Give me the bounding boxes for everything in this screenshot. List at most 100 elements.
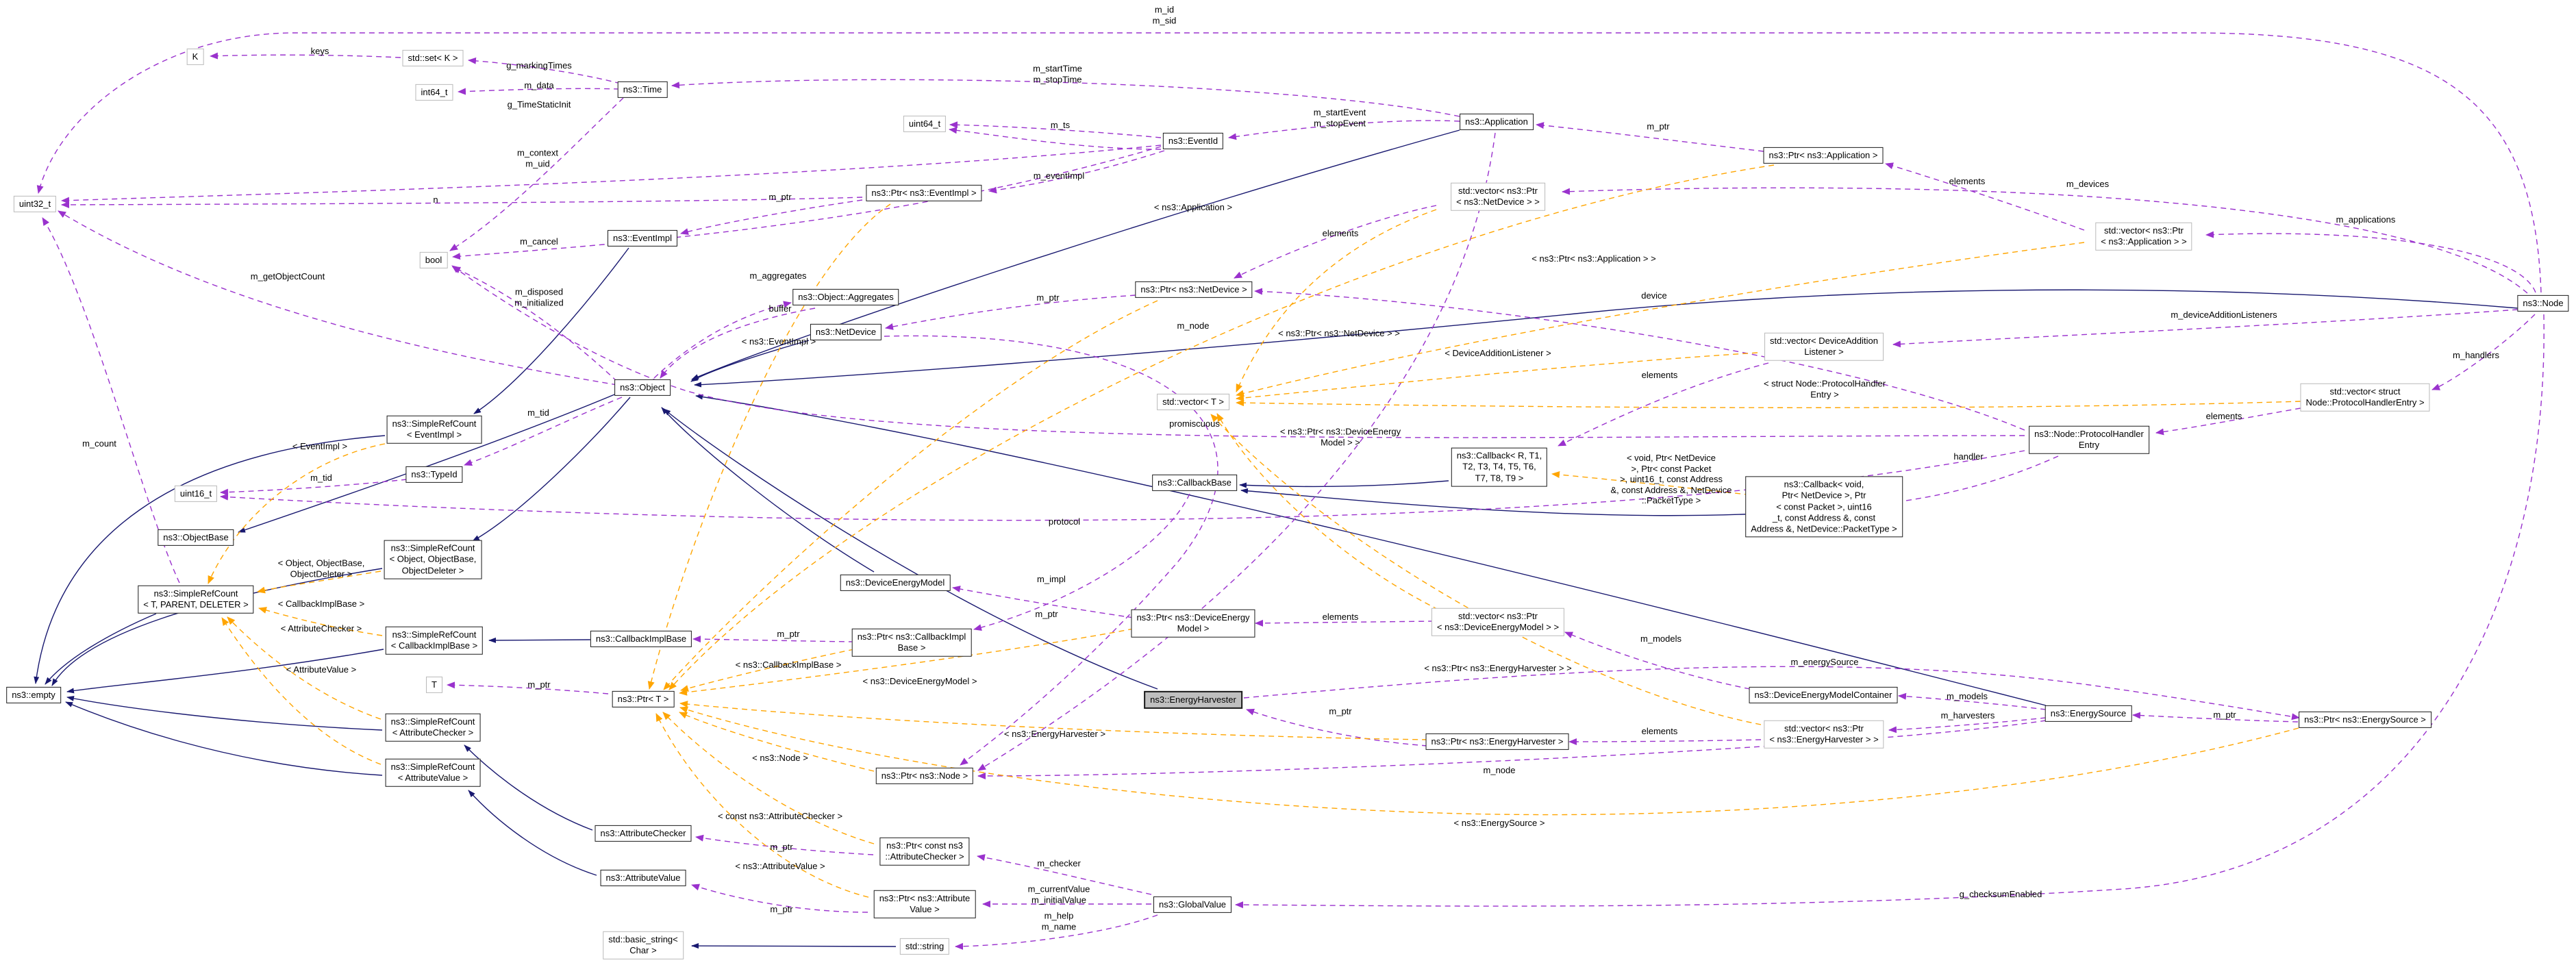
text-line: >, Ptr< const Packet bbox=[1631, 463, 1712, 474]
class-node-src-eventimpl[interactable]: ns3::SimpleRefCount< EventImpl > bbox=[386, 415, 482, 444]
class-node-ns3-energysource[interactable]: ns3::EnergySource bbox=[2044, 705, 2132, 723]
edge-label: m_ptr bbox=[1035, 609, 1058, 620]
class-node-ptr-energyharvester[interactable]: ns3::Ptr< ns3::EnergyHarvester > bbox=[1425, 733, 1569, 751]
text-line: < DeviceAdditionListener > bbox=[1445, 348, 1551, 359]
class-node-src-attributevalue[interactable]: ns3::SimpleRefCount< AttributeValue > bbox=[385, 758, 481, 787]
text-line: protocol bbox=[1048, 516, 1081, 527]
text-line: elements bbox=[2205, 411, 2242, 422]
class-node-vec-ptr-energyharvester: std::vector< ns3::Ptr< ns3::EnergyHarves… bbox=[1764, 720, 1884, 749]
edge-label: m_deviceAdditionListeners bbox=[2171, 310, 2277, 321]
text-line: ns3::SimpleRefCount bbox=[392, 418, 477, 429]
edge-label: m_ptr bbox=[1329, 706, 1351, 717]
class-node-int64-t: int64_t bbox=[415, 84, 453, 101]
text-line: ns3::GlobalValue bbox=[1158, 899, 1227, 910]
class-node-object-aggregates[interactable]: ns3::Object::Aggregates bbox=[792, 288, 899, 306]
class-node-ns3-globalvalue[interactable]: ns3::GlobalValue bbox=[1153, 896, 1232, 914]
edge-label: handler bbox=[1953, 451, 1983, 462]
class-node-ns3-attributechecker[interactable]: ns3::AttributeChecker bbox=[595, 825, 692, 842]
class-node-ns3-objectbase[interactable]: ns3::ObjectBase bbox=[158, 529, 234, 547]
class-node-k: K bbox=[186, 48, 204, 66]
edge-label: elements bbox=[2206, 411, 2242, 422]
text-line: m_tid bbox=[310, 473, 332, 484]
class-node-ptr-node[interactable]: ns3::Ptr< ns3::Node > bbox=[875, 767, 974, 785]
text-line: m_energySource bbox=[1790, 657, 1859, 668]
class-node-t: T bbox=[426, 676, 442, 694]
class-node-callback-void[interactable]: ns3::Callback< void,Ptr< NetDevice >, Pt… bbox=[1745, 476, 1903, 538]
class-node-src-callbackimplbase[interactable]: ns3::SimpleRefCount< CallbackImplBase > bbox=[385, 626, 484, 655]
text-line: < AttributeChecker > bbox=[280, 623, 362, 634]
class-node-ns3-application[interactable]: ns3::Application bbox=[1460, 113, 1534, 131]
edge-label: < ns3::Application > bbox=[1154, 202, 1232, 213]
class-node-ns3-object[interactable]: ns3::Object bbox=[614, 379, 671, 397]
edge-label: elements bbox=[1323, 228, 1359, 239]
text-line: std::set< K > bbox=[408, 52, 458, 63]
text-line: m_stopEvent bbox=[1314, 118, 1366, 128]
class-node-ns3-eventimpl[interactable]: ns3::EventImpl bbox=[608, 229, 677, 247]
edge-label: m_count bbox=[82, 438, 116, 449]
text-line: Base > bbox=[897, 642, 926, 653]
class-node-ns3-node[interactable]: ns3::Node bbox=[2517, 294, 2569, 312]
text-line: m_initialValue bbox=[1031, 894, 1086, 905]
class-node-src-attributechecker[interactable]: ns3::SimpleRefCount< AttributeChecker > bbox=[385, 713, 481, 742]
text-line: &, const Address &, NetDevice bbox=[1610, 484, 1732, 495]
edge-label: < AttributeValue > bbox=[286, 664, 356, 675]
text-line: < ns3::EnergyHarvester > > bbox=[1769, 734, 1879, 744]
text-line: m_cancel bbox=[520, 236, 558, 247]
text-line: m_getObjectCount bbox=[250, 271, 325, 282]
class-node-ptr-const-attributechecker[interactable]: ns3::Ptr< const ns3::AttributeChecker > bbox=[879, 837, 970, 866]
edge-label: < DeviceAdditionListener > bbox=[1445, 348, 1551, 359]
class-node-ns3-callbackimplbase[interactable]: ns3::CallbackImplBase bbox=[590, 630, 692, 648]
text-line: m_count bbox=[82, 438, 116, 449]
class-node-ns3-callbackbase[interactable]: ns3::CallbackBase bbox=[1152, 474, 1237, 492]
text-line: uint16_t bbox=[179, 488, 212, 499]
class-node-devicenergymodelcontainer[interactable]: ns3::DeviceEnergyModelContainer bbox=[1749, 686, 1898, 704]
text-line: m_ptr bbox=[527, 679, 551, 690]
class-node-vec-ptr-netdevice: std::vector< ns3::Ptr< ns3::NetDevice > … bbox=[1451, 182, 1545, 211]
text-line: ns3::Ptr< ns3::Application > bbox=[1768, 149, 1878, 160]
text-line: bool bbox=[425, 254, 442, 265]
class-node-ns3-typeid[interactable]: ns3::TypeId bbox=[405, 466, 463, 484]
text-line: Char > bbox=[629, 945, 657, 955]
class-node-callback-r[interactable]: ns3::Callback< R, T1,T2, T3, T4, T5, T6,… bbox=[1451, 447, 1548, 487]
class-node-ns3-netdevice[interactable]: ns3::NetDevice bbox=[810, 323, 882, 341]
text-line: ns3::Object bbox=[620, 381, 665, 392]
class-node-ptr-application[interactable]: ns3::Ptr< ns3::Application > bbox=[1763, 147, 1884, 164]
text-line: ns3::EnergyHarvester bbox=[1150, 694, 1236, 705]
class-node-ns3-eventid[interactable]: ns3::EventId bbox=[1162, 132, 1224, 150]
class-node-ns3-time[interactable]: ns3::Time bbox=[617, 81, 668, 99]
text-line: uint32_t bbox=[18, 198, 51, 209]
text-line: < ns3::NetDevice > > bbox=[1456, 197, 1540, 207]
text-line: promiscuous bbox=[1169, 418, 1220, 429]
edge-label: m_ptr bbox=[770, 842, 792, 853]
class-node-src-tpd[interactable]: ns3::SimpleRefCount< T, PARENT, DELETER … bbox=[138, 585, 254, 614]
edge-label: elements bbox=[1642, 370, 1678, 381]
edge-label: < ns3::Ptr< ns3::EnergyHarvester > > bbox=[1424, 663, 1571, 674]
text-line: std::basic_string< bbox=[608, 933, 678, 944]
class-node-ptr-t[interactable]: ns3::Ptr< T > bbox=[612, 690, 675, 708]
class-node-ns3-deviceenergymodel[interactable]: ns3::DeviceEnergyModel bbox=[840, 574, 951, 592]
text-line: < AttributeValue > bbox=[286, 664, 357, 675]
edge-label: < ns3::Node > bbox=[752, 753, 808, 764]
class-node-ptr-energysource[interactable]: ns3::Ptr< ns3::EnergySource > bbox=[2299, 711, 2431, 729]
class-node-ptr-eventimpl[interactable]: ns3::Ptr< ns3::EventImpl > bbox=[866, 184, 982, 202]
edge-label: < const ns3::AttributeChecker > bbox=[718, 811, 842, 822]
text-line: < struct Node::ProtocolHandler bbox=[1763, 378, 1886, 389]
edge-label: elements bbox=[1642, 726, 1678, 737]
text-line: ObjectDeleter > bbox=[401, 565, 464, 576]
text-line: Node::ProtocolHandlerEntry > bbox=[2305, 397, 2425, 408]
class-node-src-object[interactable]: ns3::SimpleRefCount< Object, ObjectBase,… bbox=[384, 540, 482, 579]
edge-label: m_ptr bbox=[2213, 710, 2236, 720]
text-line: m_ptr bbox=[2213, 710, 2236, 720]
class-node-ns3-empty[interactable]: ns3::empty bbox=[6, 686, 61, 704]
edge-label: m_cancel bbox=[520, 236, 558, 247]
class-node-ns3-attributevalue[interactable]: ns3::AttributeValue bbox=[600, 869, 686, 887]
text-line: ns3::Ptr< T > bbox=[617, 693, 669, 704]
class-node-ptr-netdevice[interactable]: ns3::Ptr< ns3::NetDevice > bbox=[1135, 281, 1253, 299]
class-node-ns3-energyharvester[interactable]: ns3::EnergyHarvester bbox=[1144, 690, 1242, 710]
